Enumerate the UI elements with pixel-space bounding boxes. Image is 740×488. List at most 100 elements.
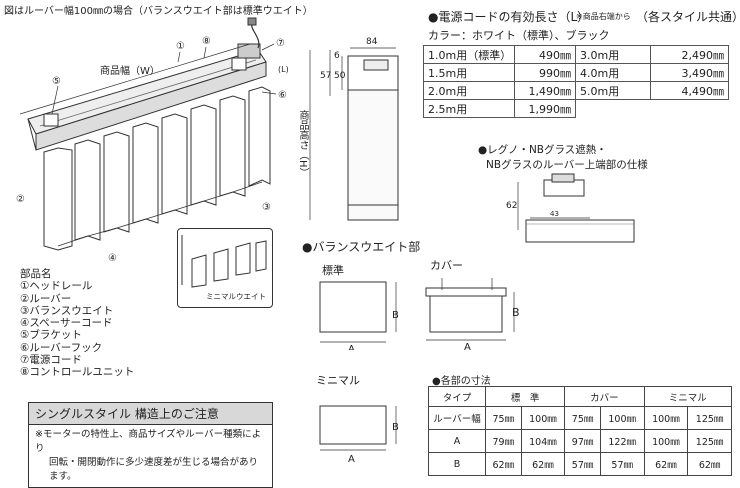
- table-cell: 1,490㎜: [514, 81, 576, 100]
- table-cell: 100㎜: [643, 429, 689, 453]
- table-cell: B: [428, 452, 486, 476]
- label-n3: ③: [262, 202, 271, 213]
- dim-84: 84: [366, 37, 378, 47]
- header-note: 図はルーバー幅100㎜の場合（バランスウエイト部は標準ウエイト）: [4, 6, 313, 17]
- power-cord-table: 1.0m用（標準） 490㎜ 3.0m用 2,490㎜ 1.5m用 990㎜ 4…: [423, 45, 729, 118]
- balance-standard-diagram: A B: [319, 281, 399, 350]
- table-cell: 2.5m用: [423, 99, 515, 118]
- table-header: ミニマル: [643, 386, 733, 407]
- regno-spec-diagram: 43 62: [506, 173, 635, 243]
- table-cell: 4.0m用: [575, 63, 651, 82]
- table-cell: 490㎜: [514, 45, 576, 64]
- dim-A-standard: A: [348, 344, 355, 350]
- table-row: 2.0m用 1,490㎜ 5.0m用 4,490㎜: [423, 81, 729, 100]
- dim-B-standard: B: [392, 310, 399, 321]
- table-cell: 2.0m用: [423, 81, 515, 100]
- table-cell: 990㎜: [514, 63, 576, 82]
- caution-line-2: 回転・開閉動作に多少速度差が生じる場合があります。: [49, 457, 259, 482]
- regno-title-2: NBグラスのルーバー上端部の仕様: [486, 159, 648, 171]
- balance-minimal-diagram: A B: [319, 405, 399, 465]
- table-cell: 104㎜: [520, 429, 566, 453]
- minimal-weight-inset: ミニマルウエイト: [177, 228, 273, 308]
- part-item: ③バランスウエイト: [20, 304, 114, 317]
- blind-structure-diagram: 商品幅（W） ① ⑧ ⑦ (L) ⑤ ⑥ ② ③ ④: [16, 17, 289, 264]
- table-cell: 62㎜: [643, 452, 689, 476]
- part-item: ①ヘッドレール: [20, 280, 93, 293]
- table-cell: [576, 100, 651, 118]
- dim-A-minimal: A: [348, 454, 355, 465]
- parts-list: 部品名 ①ヘッドレール ②ルーバー ③バランスウエイト ④スペーサーコード ⑤ブ…: [20, 268, 134, 379]
- dim-B-minimal: B: [392, 422, 399, 433]
- regno-title-1: ●レグノ・NBグラス遮熱・: [478, 144, 607, 156]
- table-cell: 1.5m用: [423, 63, 515, 82]
- table-cell: 4,490㎜: [650, 81, 729, 100]
- caution-box: シングルスタイル 構造上のご注意 ※モーターの特性上、商品サイズやルーバー種類に…: [28, 402, 273, 488]
- balance-title: ●バランスウエイト部: [302, 240, 421, 254]
- table-header: カバー: [564, 386, 645, 407]
- table-cell: 125㎜: [687, 406, 732, 430]
- dim-A-cover: A: [464, 342, 471, 352]
- table-row: ルーバー幅 75㎜ 100㎜ 75㎜ 100㎜ 100㎜ 125㎜: [428, 406, 732, 430]
- label-n8: ⑧: [202, 36, 211, 47]
- table-cell: 57㎜: [599, 452, 645, 476]
- table-cell: ルーバー幅: [428, 406, 486, 430]
- bracket-right: [231, 57, 247, 71]
- table-cell: 75㎜: [485, 406, 522, 430]
- table-cell: 3,490㎜: [650, 63, 729, 82]
- table-header-row: タイプ 標 準 カバー ミニマル: [428, 386, 733, 407]
- dim-57: 57: [320, 71, 331, 81]
- balance-cover-label: カバー: [430, 259, 463, 272]
- table-cell: [651, 100, 729, 118]
- minimal-weight-label: ミニマルウエイト: [206, 292, 266, 301]
- label-product-height: 商品高さ（H）: [297, 110, 308, 178]
- table-row: 2.5m用 1,990㎜: [423, 99, 729, 118]
- dim-43: 43: [550, 210, 559, 218]
- table-cell: 2,490㎜: [650, 45, 729, 64]
- caution-title: シングルスタイル 構造上のご注意: [29, 403, 272, 425]
- label-n4: ④: [108, 253, 117, 264]
- table-cell: 62㎜: [520, 452, 566, 476]
- label-n2: ②: [16, 194, 25, 205]
- table-cell: 122㎜: [599, 429, 645, 453]
- label-n5: ⑤: [52, 76, 61, 87]
- table-cell: A: [428, 429, 486, 453]
- table-cell: 62㎜: [687, 452, 732, 476]
- dims-table: タイプ 標 準 カバー ミニマル ルーバー幅 75㎜ 100㎜ 75㎜ 100㎜…: [428, 386, 733, 476]
- table-row: A 79㎜ 104㎜ 97㎜ 122㎜ 100㎜ 125㎜: [428, 429, 732, 453]
- balance-standard-label: 標準: [322, 264, 344, 277]
- caution-line-1: ※モーターの特性上、商品サイズやルーバー種類により: [35, 429, 262, 454]
- table-cell: 125㎜: [687, 429, 732, 453]
- table-cell: 57㎜: [564, 452, 601, 476]
- table-cell: 3.0m用: [575, 45, 651, 64]
- part-item: ⑦電源コード: [20, 354, 82, 367]
- table-cell: 97㎜: [564, 429, 601, 453]
- table-cell: 1.0m用（標準）: [423, 45, 515, 64]
- table-row: B 62㎜ 62㎜ 57㎜ 57㎜ 62㎜ 62㎜: [428, 452, 732, 476]
- bracket-left: [43, 113, 59, 127]
- dim-6: 6: [334, 51, 340, 61]
- power-cord-title: ●電源コードの有効長さ（L）: [428, 10, 590, 24]
- part-item: ④スペーサーコード: [20, 317, 113, 330]
- label-n6: ⑥: [278, 90, 287, 101]
- table-row: 1.5m用 990㎜ 4.0m用 3,490㎜: [423, 63, 729, 82]
- power-cord-note-small: ※商品右端から: [576, 12, 631, 21]
- table-cell: 100㎜: [520, 406, 566, 430]
- dim-62: 62: [506, 201, 517, 211]
- table-cell: 5.0m用: [575, 81, 651, 100]
- table-cell: 100㎜: [599, 406, 645, 430]
- dims-title: ●各部の寸法: [432, 376, 491, 387]
- table-cell: 100㎜: [643, 406, 689, 430]
- table-cell: 79㎜: [485, 429, 522, 453]
- table-header: タイプ: [428, 386, 486, 407]
- balance-minimal-label: ミニマル: [316, 374, 360, 387]
- label-product-width: 商品幅（W）: [100, 64, 160, 77]
- dim-B-cover: B: [512, 306, 520, 319]
- label-n7: ⑦: [276, 38, 285, 49]
- power-cord-color: カラー：ホワイト（標準）、ブラック: [428, 29, 610, 42]
- part-item: ⑥ルーバーフック: [20, 341, 103, 354]
- part-item: ⑧コントロールユニット: [20, 366, 135, 379]
- dim-50: 50: [334, 71, 346, 81]
- table-cell: 1,990㎜: [514, 99, 576, 118]
- part-item: ②ルーバー: [20, 292, 72, 305]
- side-section-diagram: 84 6 50 57: [309, 37, 399, 221]
